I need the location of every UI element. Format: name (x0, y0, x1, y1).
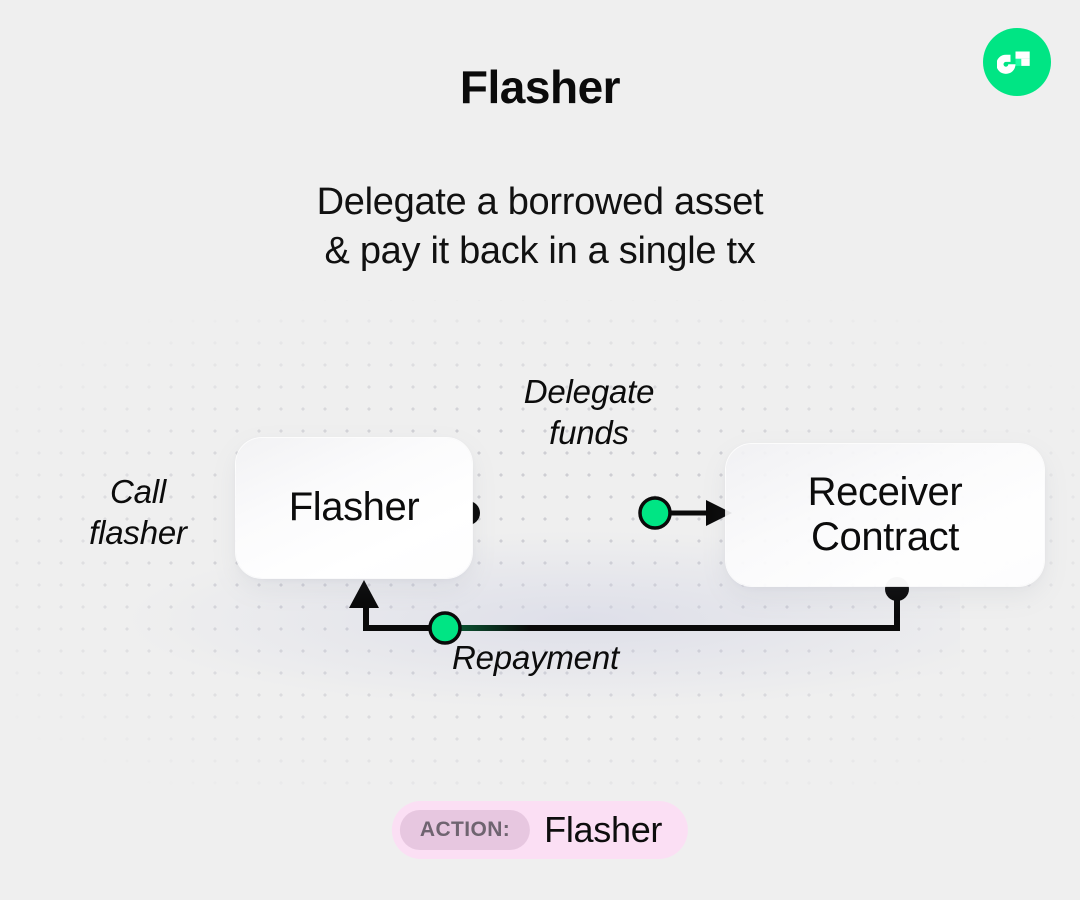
action-badge[interactable]: ACTION: Flasher (391, 801, 689, 859)
action-badge-value: Flasher (544, 809, 663, 850)
page-subtitle: Delegate a borrowed asset & pay it back … (316, 181, 764, 272)
label-call-flasher: Call flasher (89, 473, 187, 551)
node-receiver-contract[interactable]: Receiver Contract (726, 444, 1044, 586)
label-delegate-funds: Delegate funds (523, 373, 655, 451)
node-flasher[interactable]: Flasher (236, 438, 472, 578)
flashstake-logo-icon[interactable] (983, 28, 1051, 96)
label-repayment: Repayment (452, 639, 619, 676)
action-badge-prefix: ACTION: (399, 810, 531, 850)
page-title: Flasher (459, 61, 621, 113)
node-flasher-label: Flasher (288, 485, 420, 530)
node-receiver-label: Receiver Contract (807, 469, 963, 559)
